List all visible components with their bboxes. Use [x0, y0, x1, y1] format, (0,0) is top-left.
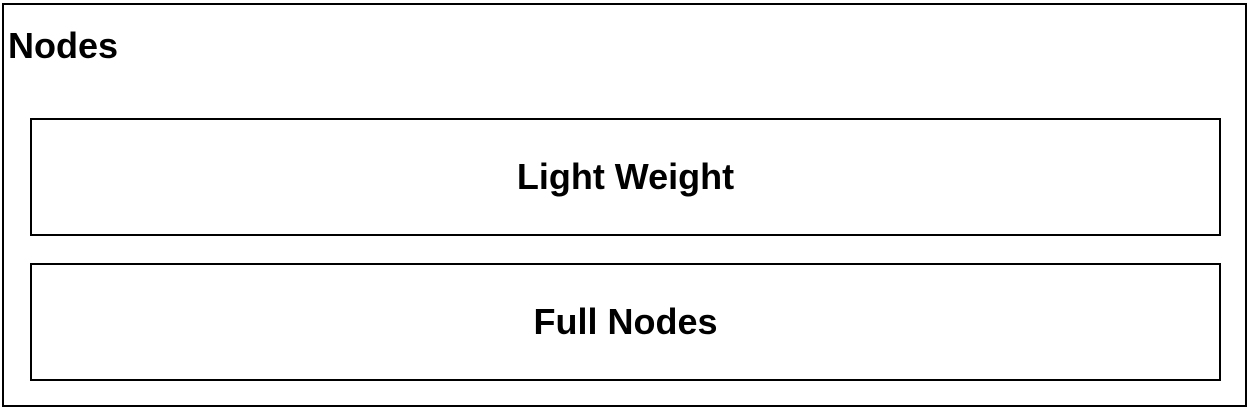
light-weight-label: Light Weight — [516, 156, 735, 197]
nodes-title: Nodes — [8, 25, 119, 66]
full-nodes-box: Full Nodes — [30, 263, 1221, 381]
light-weight-box: Light Weight — [30, 118, 1221, 236]
full-nodes-label: Full Nodes — [533, 301, 718, 342]
